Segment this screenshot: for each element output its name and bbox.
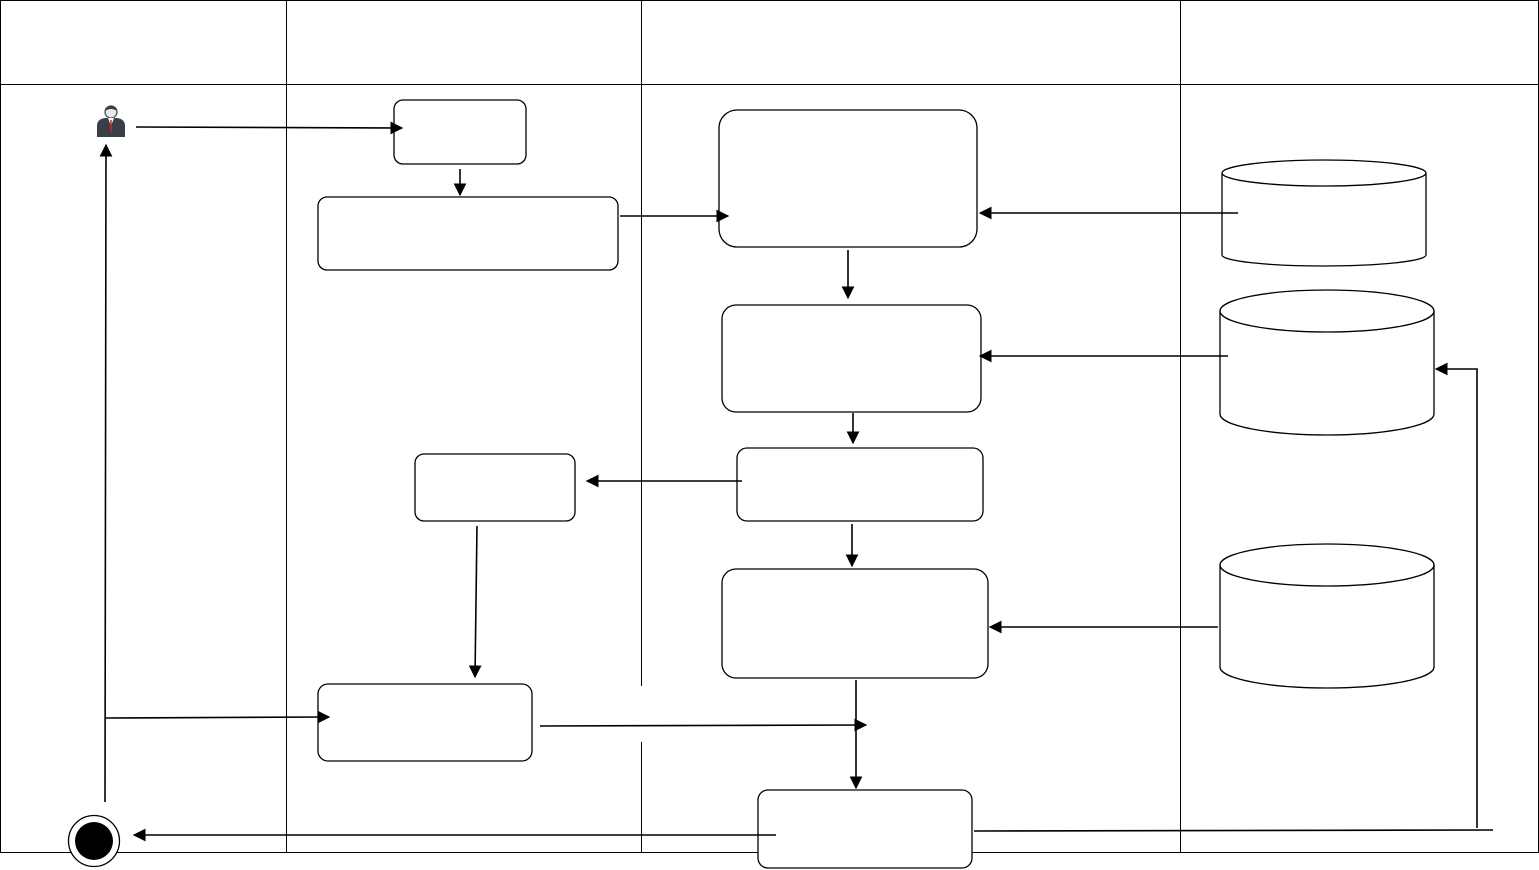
action-node-i [757,789,973,869]
action-node-e [736,447,984,522]
edge-i-to-db2 [1434,362,1478,828]
edge-h-to-i [539,718,868,732]
action-node-g [721,568,989,679]
user-icon [97,105,125,137]
action-node-f [414,453,576,522]
action-nodes [317,99,989,869]
database-3-icon [1219,543,1435,689]
edge-end-to-actor [99,143,113,803]
action-node-c [718,109,978,248]
database-2-icon [1219,289,1435,436]
edge-actor-to-a [135,121,404,135]
final-node-icon [67,814,121,868]
edge-i-feedback-bottom [973,829,1494,832]
flow-edges [99,121,1494,842]
action-node-d [721,304,982,413]
edge-end-to-h [105,710,331,724]
action-node-a [393,99,527,165]
database-1-icon [1221,159,1427,267]
action-node-b [317,196,619,271]
edge-f-to-h [468,525,482,679]
action-node-h [317,683,533,762]
